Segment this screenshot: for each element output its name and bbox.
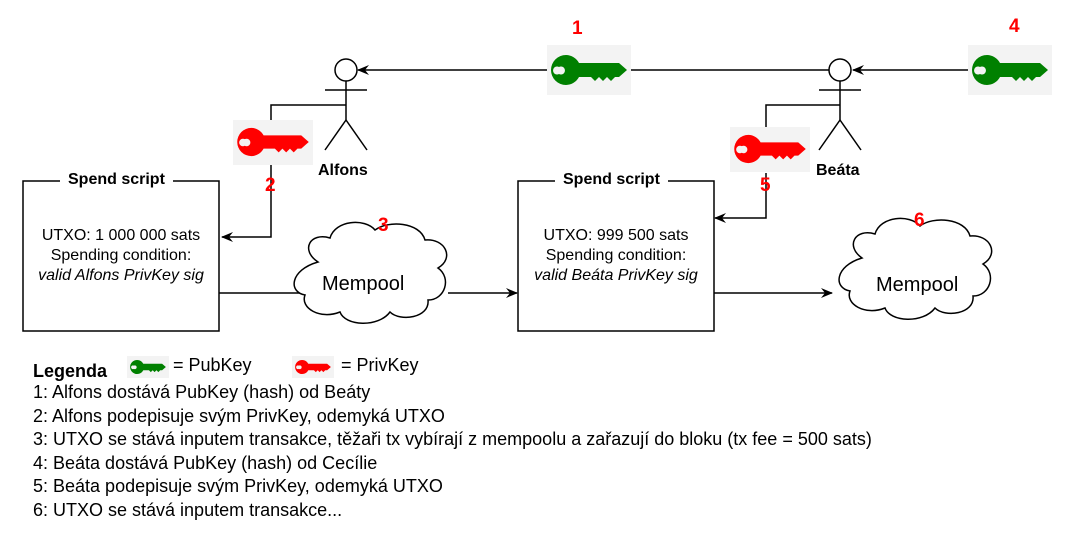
script-box-2-condition: valid Beáta PrivKey sig xyxy=(534,267,698,284)
pubkey-4-tile xyxy=(968,45,1052,95)
step-number-5: 5 xyxy=(760,175,771,196)
actor-alfons-figure xyxy=(324,58,368,151)
legend-privkey-tile xyxy=(292,356,334,378)
script-box-2-title: Spend script xyxy=(555,171,668,189)
pubkey-1-tile xyxy=(547,45,631,95)
step-number-3: 3 xyxy=(378,215,389,236)
actor-beata-figure xyxy=(818,58,862,151)
legend-pubkey-label: = PubKey xyxy=(173,355,252,375)
key-icon xyxy=(549,53,629,87)
connector-beata-to-privkey xyxy=(765,104,840,130)
legend-privkey-label: = PrivKey xyxy=(341,355,419,375)
step-number-6: 6 xyxy=(914,210,925,231)
legend-line-6: 6: UTXO se stává inputem transakce... xyxy=(33,499,343,520)
legend-list: 1: Alfons dostává PubKey (hash) od Beáty… xyxy=(33,381,872,522)
legend-line-2: 2: Alfons podepisuje svým PrivKey, odemy… xyxy=(33,405,445,426)
privkey-2-tile xyxy=(233,120,313,165)
script-box-1-title: Spend script xyxy=(60,171,173,189)
script-box-1-condition: valid Alfons PrivKey sig xyxy=(38,267,204,284)
mempool-2-label: Mempool xyxy=(876,274,959,296)
key-icon xyxy=(294,359,332,375)
arrow-privkey-to-script-2 xyxy=(714,173,767,223)
step-number-4: 4 xyxy=(1009,16,1020,37)
key-icon xyxy=(732,133,808,165)
privkey-5-tile xyxy=(730,127,810,172)
actor-alfons-label: Alfons xyxy=(318,162,368,179)
script-box-1-condition-label: Spending condition: xyxy=(50,247,192,264)
legend-line-4: 4: Beáta dostává PubKey (hash) od Cecíli… xyxy=(33,452,378,473)
mempool-1-label: Mempool xyxy=(322,273,405,295)
script-box-2-body: UTXO: 999 500 sats Spending condition: v… xyxy=(518,226,714,286)
connector-alfons-to-privkey xyxy=(270,104,346,120)
legend-line-1: 1: Alfons dostává PubKey (hash) od Beáty xyxy=(33,382,371,402)
key-icon xyxy=(129,359,167,375)
legend-line-3: 3: UTXO se stává inputem transakce, těža… xyxy=(33,429,872,449)
mempool-cloud-2 xyxy=(838,217,993,320)
step-number-1: 1 xyxy=(572,18,583,39)
script-box-1-utxo: UTXO: 1 000 000 sats xyxy=(41,227,201,244)
legend-title: Legenda xyxy=(33,361,108,381)
key-icon xyxy=(235,126,311,158)
mempool-cloud-1 xyxy=(293,221,448,324)
script-box-2-utxo: UTXO: 999 500 sats xyxy=(543,227,689,244)
legend-line-5: 5: Beáta podepisuje svým PrivKey, odemyk… xyxy=(33,476,443,496)
legend-pubkey-tile xyxy=(127,356,169,378)
script-box-2-condition-label: Spending condition: xyxy=(545,247,687,264)
arrow-privkey-to-script-1 xyxy=(221,165,272,242)
key-icon xyxy=(970,53,1050,87)
step-number-2: 2 xyxy=(265,175,276,196)
script-box-1-body: UTXO: 1 000 000 sats Spending condition:… xyxy=(23,226,219,286)
actor-beata-label: Beáta xyxy=(816,162,860,179)
